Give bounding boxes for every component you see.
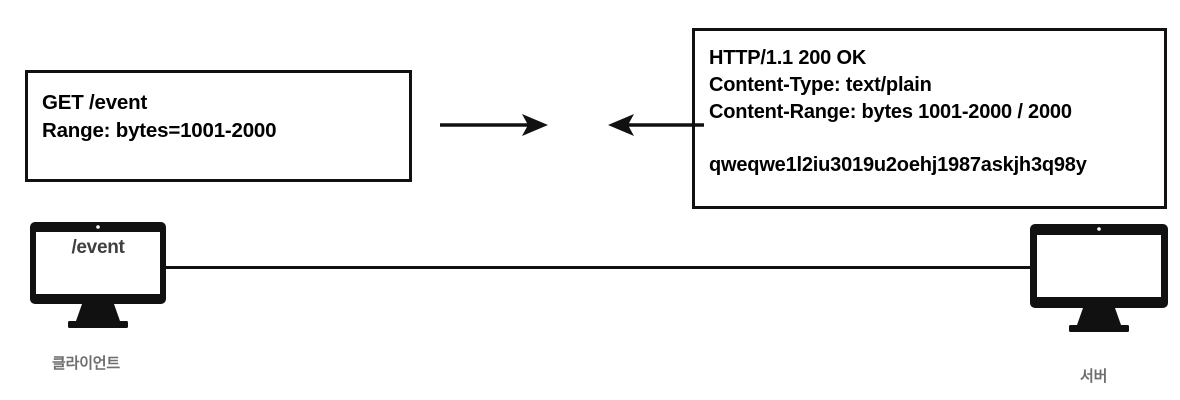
response-line-content-type: Content-Type: text/plain	[709, 74, 932, 96]
desktop-monitor-icon	[1030, 224, 1168, 332]
client-server-link-line	[163, 266, 1032, 269]
http-response-box: HTTP/1.1 200 OK Content-Type: text/plain…	[692, 28, 1167, 209]
http-request-box: GET /event Range: bytes=1001-2000	[25, 70, 412, 182]
client-screen-path-text: /event	[71, 237, 125, 258]
request-line-method: GET /event	[42, 91, 148, 114]
response-line-body: qweqwe1l2iu3019u2oehj1987askjh3q98y	[709, 154, 1087, 176]
server-monitor	[1030, 224, 1168, 341]
response-line-status: HTTP/1.1 200 OK	[709, 47, 867, 69]
desktop-monitor-icon	[30, 222, 166, 328]
arrow-right-icon	[440, 108, 550, 147]
arrow-left-icon	[608, 108, 704, 147]
client-caption-label: 클라이언트	[52, 355, 121, 372]
client-monitor	[30, 222, 166, 337]
server-caption-label: 서버	[1080, 368, 1108, 385]
response-line-content-range: Content-Range: bytes 1001-2000 / 2000	[709, 101, 1072, 123]
request-line-range-header: Range: bytes=1001-2000	[42, 119, 277, 142]
